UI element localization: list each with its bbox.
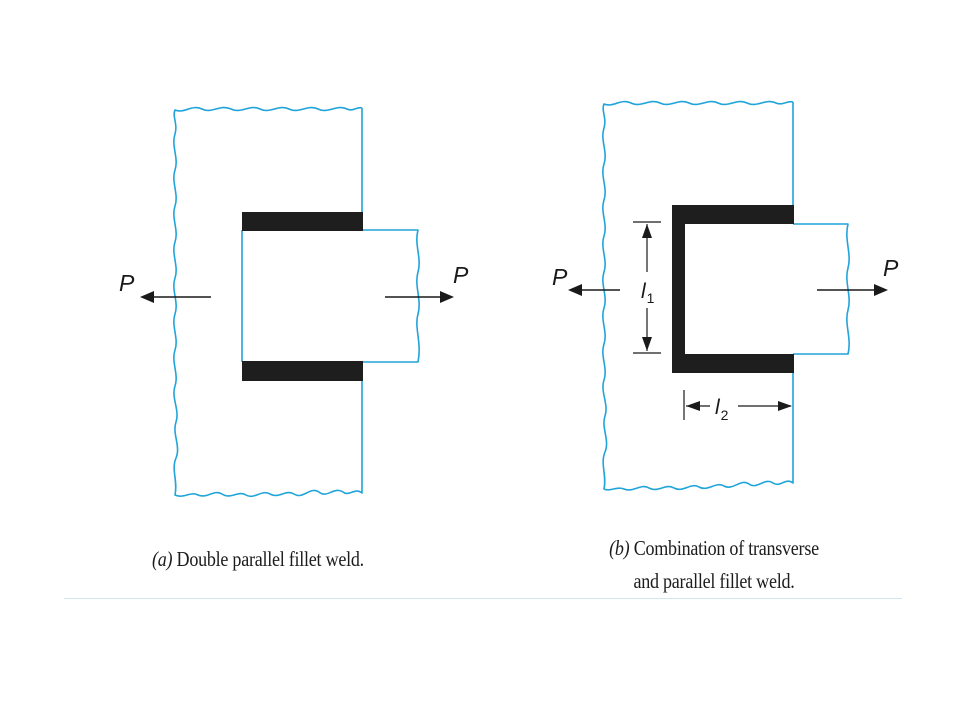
figure-b-transverse-weld	[672, 205, 685, 373]
bottom-rule	[64, 598, 902, 599]
figure-a-right-force-label: P	[453, 262, 469, 288]
figure-b-caption-tag: (b)	[609, 536, 630, 560]
figure-b-right-force-label: P	[883, 255, 899, 281]
figure-a-main-plate	[173, 106, 363, 498]
figure-a-bottom-weld	[242, 361, 363, 381]
figure-a-left-arrowhead	[140, 291, 154, 303]
figure-b: P P l1 l2	[552, 100, 899, 491]
figure-b-left-arrowhead	[568, 284, 582, 296]
figure-a-caption-text: Double parallel fillet weld.	[176, 547, 365, 571]
figure-b-main-plate	[602, 100, 794, 491]
figure-b-strap-plate	[793, 223, 850, 355]
figure-b-left-force-label: P	[552, 264, 568, 290]
figure-b-caption-line1: (b) Combination of transverse	[585, 532, 843, 565]
figure-a-strap-plate	[362, 229, 420, 363]
figure-b-dimension-l2: l2	[683, 390, 792, 423]
figure-a: P P	[119, 106, 469, 498]
dimension-l2-left-arrowhead	[686, 401, 700, 411]
figure-b-caption-line1-text: Combination of transverse	[633, 536, 819, 560]
figure-a-left-force-label: P	[119, 270, 135, 296]
figure-b-top-weld	[672, 205, 794, 224]
figure-a-right-arrowhead	[440, 291, 454, 303]
dimension-l1-down-arrowhead	[642, 337, 652, 351]
figure-a-top-weld	[242, 212, 363, 231]
figure-b-right-arrowhead	[874, 284, 888, 296]
dimension-l2-label: l2	[715, 396, 729, 423]
figure-a-caption: (a) Double parallel fillet weld.	[152, 543, 364, 576]
figure-b-dimension-l1: l1	[633, 221, 661, 354]
figure-b-bottom-weld	[672, 354, 794, 373]
dimension-l1-up-arrowhead	[642, 224, 652, 238]
figure-b-caption: (b) Combination of transverse and parall…	[585, 532, 843, 598]
figure-b-caption-line2: and parallel fillet weld.	[633, 569, 795, 593]
dimension-l1-label: l1	[641, 280, 655, 306]
figure-a-caption-tag: (a)	[152, 547, 173, 571]
dimension-l2-right-arrowhead	[778, 401, 792, 411]
